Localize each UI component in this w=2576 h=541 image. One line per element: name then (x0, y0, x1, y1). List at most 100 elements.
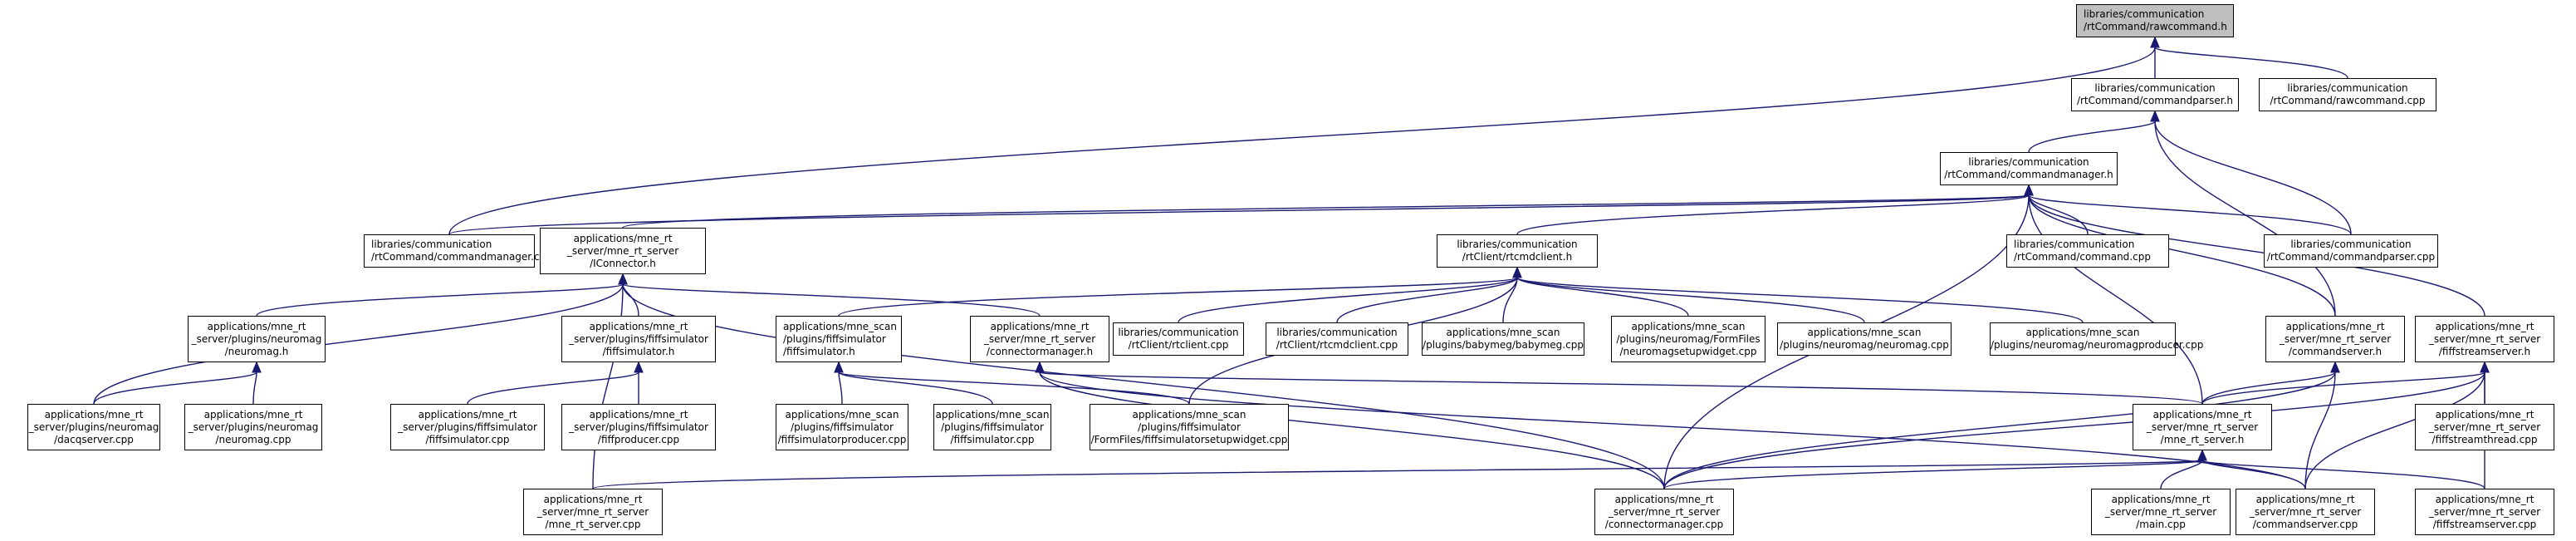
file-node-label-line: /neuromagsetupwidget.cpp (1619, 345, 1757, 357)
dependency-edge-6 (448, 194, 2030, 235)
file-node-label-line: /fiffsimulator.cpp (425, 433, 510, 445)
dependency-edge-34 (838, 371, 993, 405)
file-node-label-line: _server/mne_rt_server (983, 332, 1096, 345)
file-node-label-line: /fiffproducer.cpp (597, 433, 680, 445)
file-node-rtcmdclient-cpp[interactable]: libraries/communication/rtClient/rtcmdcl… (1266, 322, 1408, 356)
file-node-dacqserver-cpp[interactable]: applications/mne_rt_server/plugins/neuro… (27, 404, 160, 450)
file-node-label-line: /fiffstreamthread.cpp (2432, 433, 2538, 445)
file-node-commandserver-h[interactable]: applications/mne_rt_server/mne_rt_server… (2265, 316, 2405, 362)
file-node-label-line: /plugins/fiffsimulator (1138, 421, 1241, 433)
dependency-edge-11 (2028, 194, 2336, 317)
dependency-edge-40 (2304, 371, 2336, 489)
dependency-edge-20 (622, 283, 1665, 489)
file-node-fiffstreamserver-cpp[interactable]: applications/mne_rt_server/mne_rt_server… (2415, 489, 2554, 535)
file-node-label-line: _server/plugins/neuromag (28, 421, 159, 433)
file-node-fiffsimulator-cpp-srv[interactable]: applications/mne_rt_server/plugins/fiffs… (390, 404, 545, 450)
file-node-label-line: libraries/communication (2287, 82, 2408, 94)
file-node-label-line: /rtClient/rtcmdclient.cpp (1276, 339, 1398, 351)
file-node-label-line: _server/mne_rt_server (2146, 421, 2259, 433)
file-node-commandparser-h[interactable]: libraries/communication/rtCommand/comman… (2071, 78, 2239, 111)
file-node-label-line: libraries/communication (371, 239, 492, 250)
file-node-label-line: /rtCommand/rawcommand.cpp (2270, 95, 2426, 106)
file-node-babymeg-cpp[interactable]: applications/mne_scan/plugins/babymeg/ba… (1422, 322, 1584, 356)
file-node-fiffproducer-cpp[interactable]: applications/mne_rt_server/plugins/fiffs… (561, 404, 716, 450)
file-node-label-line: /connectormanager.cpp (1604, 518, 1724, 530)
dependency-edge-17 (622, 283, 1041, 317)
file-node-label-line: applications/mne_rt (44, 408, 144, 421)
file-node-label-line: /connectormanager.h (986, 345, 1094, 357)
file-node-label-line: /mne_rt_server.cpp (545, 518, 641, 530)
dependency-edge-13 (2028, 194, 2203, 405)
file-node-fiffsimulator-h-scan[interactable]: applications/mne_scan/plugins/fiffsimula… (776, 316, 902, 362)
file-node-neuromagproducer-cpp[interactable]: applications/mne_scan/plugins/neuromag/n… (1990, 322, 2203, 356)
file-node-connectormanager-h[interactable]: applications/mne_rt_server/mne_rt_server… (970, 316, 1109, 362)
dependency-edge-45 (1663, 371, 2485, 489)
dependency-edge-25 (1516, 277, 1689, 317)
file-node-commandserver-cpp[interactable]: applications/mne_rt_server/mne_rt_server… (2236, 489, 2375, 535)
edge-arrowhead-5 (2150, 110, 2160, 122)
file-node-label-line: libraries/communication (2094, 82, 2216, 94)
file-node-label-line: applications/mne_rt (2255, 493, 2355, 505)
file-node-neuromag-cpp-srv[interactable]: applications/mne_rt_server/plugins/neuro… (184, 404, 322, 450)
file-node-label-line: libraries/communication (1457, 239, 1578, 250)
file-node-iconnector-h[interactable]: applications/mne_rt_server/mne_rt_server… (540, 228, 706, 274)
file-node-label-line: _server/mne_rt_server (1608, 505, 1721, 518)
dependency-edge-23 (1336, 277, 1518, 323)
file-node-commandmanager-h[interactable]: libraries/communication/rtCommand/comman… (1940, 152, 2118, 185)
file-node-fiffsimulatorsetupwidget-cpp[interactable]: applications/mne_scan/plugins/fiffsimula… (1090, 404, 1289, 450)
dependency-edge-26 (1516, 277, 1865, 323)
file-node-commandmanager-cpp[interactable]: libraries/communication/rtCommand/comman… (364, 234, 552, 268)
file-node-fiffstreamserver-h[interactable]: applications/mne_rt_server/mne_rt_server… (2415, 316, 2554, 362)
file-node-label-line: /neuromag.cpp (215, 433, 291, 445)
dependency-edge-19 (592, 283, 624, 489)
file-node-label-line: applications/mne_scan (2025, 327, 2140, 338)
file-node-fiffsimulator-cpp-scan[interactable]: applications/mne_scan/plugins/fiffsimula… (933, 404, 1051, 450)
file-node-label-line: applications/mne_scan (1807, 327, 1922, 338)
file-node-neuromag-h[interactable]: applications/mne_rt_server/plugins/neuro… (188, 316, 326, 362)
file-node-label-line: /plugins/fiffsimulator (791, 421, 894, 433)
file-node-label-line: /fiffstreamserver.h (2438, 345, 2531, 357)
file-node-connectormanager-cpp[interactable]: applications/mne_rt_server/mne_rt_server… (1594, 489, 1734, 535)
file-node-rawcommand-cpp[interactable]: libraries/communication/rtCommand/rawcom… (2259, 78, 2436, 111)
dependency-edge-8 (1516, 194, 2030, 235)
file-node-label-line: applications/mne_scan (1446, 327, 1560, 338)
dependency-edge-51 (2201, 460, 2485, 489)
dependency-edge-3 (2028, 120, 2156, 153)
edge-arrowhead-20 (618, 273, 628, 285)
file-node-rtcmdclient-h[interactable]: libraries/communication/rtClient/rtcmdcl… (1437, 234, 1598, 268)
file-node-fiffstreamthread-cpp[interactable]: applications/mne_rt_server/mne_rt_server… (2415, 404, 2554, 450)
file-node-label-line: libraries/communication (1276, 327, 1398, 338)
file-node-mne-rt-server-cpp[interactable]: applications/mne_rt_server/mne_rt_server… (523, 489, 663, 535)
dependency-edge-29 (93, 371, 257, 405)
file-node-mne-rt-server-h[interactable]: applications/mne_rt_server/mne_rt_server… (2133, 404, 2272, 450)
file-node-label-line: applications/mne_rt (2111, 493, 2211, 505)
file-node-command-cpp[interactable]: libraries/communication/rtCommand/comman… (2006, 234, 2169, 268)
file-node-main-cpp[interactable]: applications/mne_rt_server/mne_rt_server… (2091, 489, 2231, 535)
file-node-neuromag-cpp-scan[interactable]: applications/mne_scan/plugins/neuromag/n… (1777, 322, 1952, 356)
file-node-fiffsimulatorproducer-cpp[interactable]: applications/mne_scan/plugins/fiffsimula… (776, 404, 908, 450)
edge-arrowhead-41 (2330, 361, 2340, 373)
dependency-edge-42 (2201, 371, 2485, 405)
dependency-edge-1 (2154, 47, 2348, 79)
file-node-label-line: /rtCommand/commandparser.cpp (2266, 251, 2436, 263)
file-node-label-line: /plugins/babymeg/babymeg.cpp (1423, 339, 1584, 351)
file-node-label-line: applications/mne_scan (1132, 408, 1246, 421)
file-node-neuromagsetupwidget-cpp[interactable]: applications/mne_scan/plugins/neuromag/F… (1611, 316, 1765, 362)
dependency-edge-10 (2028, 194, 2352, 235)
file-node-label-line: /neuromag.h (224, 345, 289, 357)
dependency-edge-30 (252, 371, 257, 405)
file-node-rtclient-cpp[interactable]: libraries/communication/rtClient/rtclien… (1113, 322, 1244, 356)
edge-arrowhead-35 (834, 361, 844, 373)
file-node-label-line: applications/mne_rt (418, 408, 517, 421)
file-node-label-line: /rtClient/rtcmdclient.h (1462, 251, 1573, 263)
dependency-edge-2 (448, 47, 2156, 235)
file-node-commandparser-cpp[interactable]: libraries/communication/rtCommand/comman… (2264, 234, 2438, 268)
edge-arrowhead-2 (2150, 36, 2160, 48)
file-node-label-line: applications/mne_rt (990, 320, 1090, 332)
file-node-label-line: libraries/communication (2290, 239, 2412, 250)
file-node-fiffsimulator-h-srv[interactable]: applications/mne_rt_server/plugins/fiffs… (561, 316, 716, 362)
dependency-edge-12 (2028, 194, 2485, 317)
edge-arrowhead-14 (2024, 184, 2034, 196)
